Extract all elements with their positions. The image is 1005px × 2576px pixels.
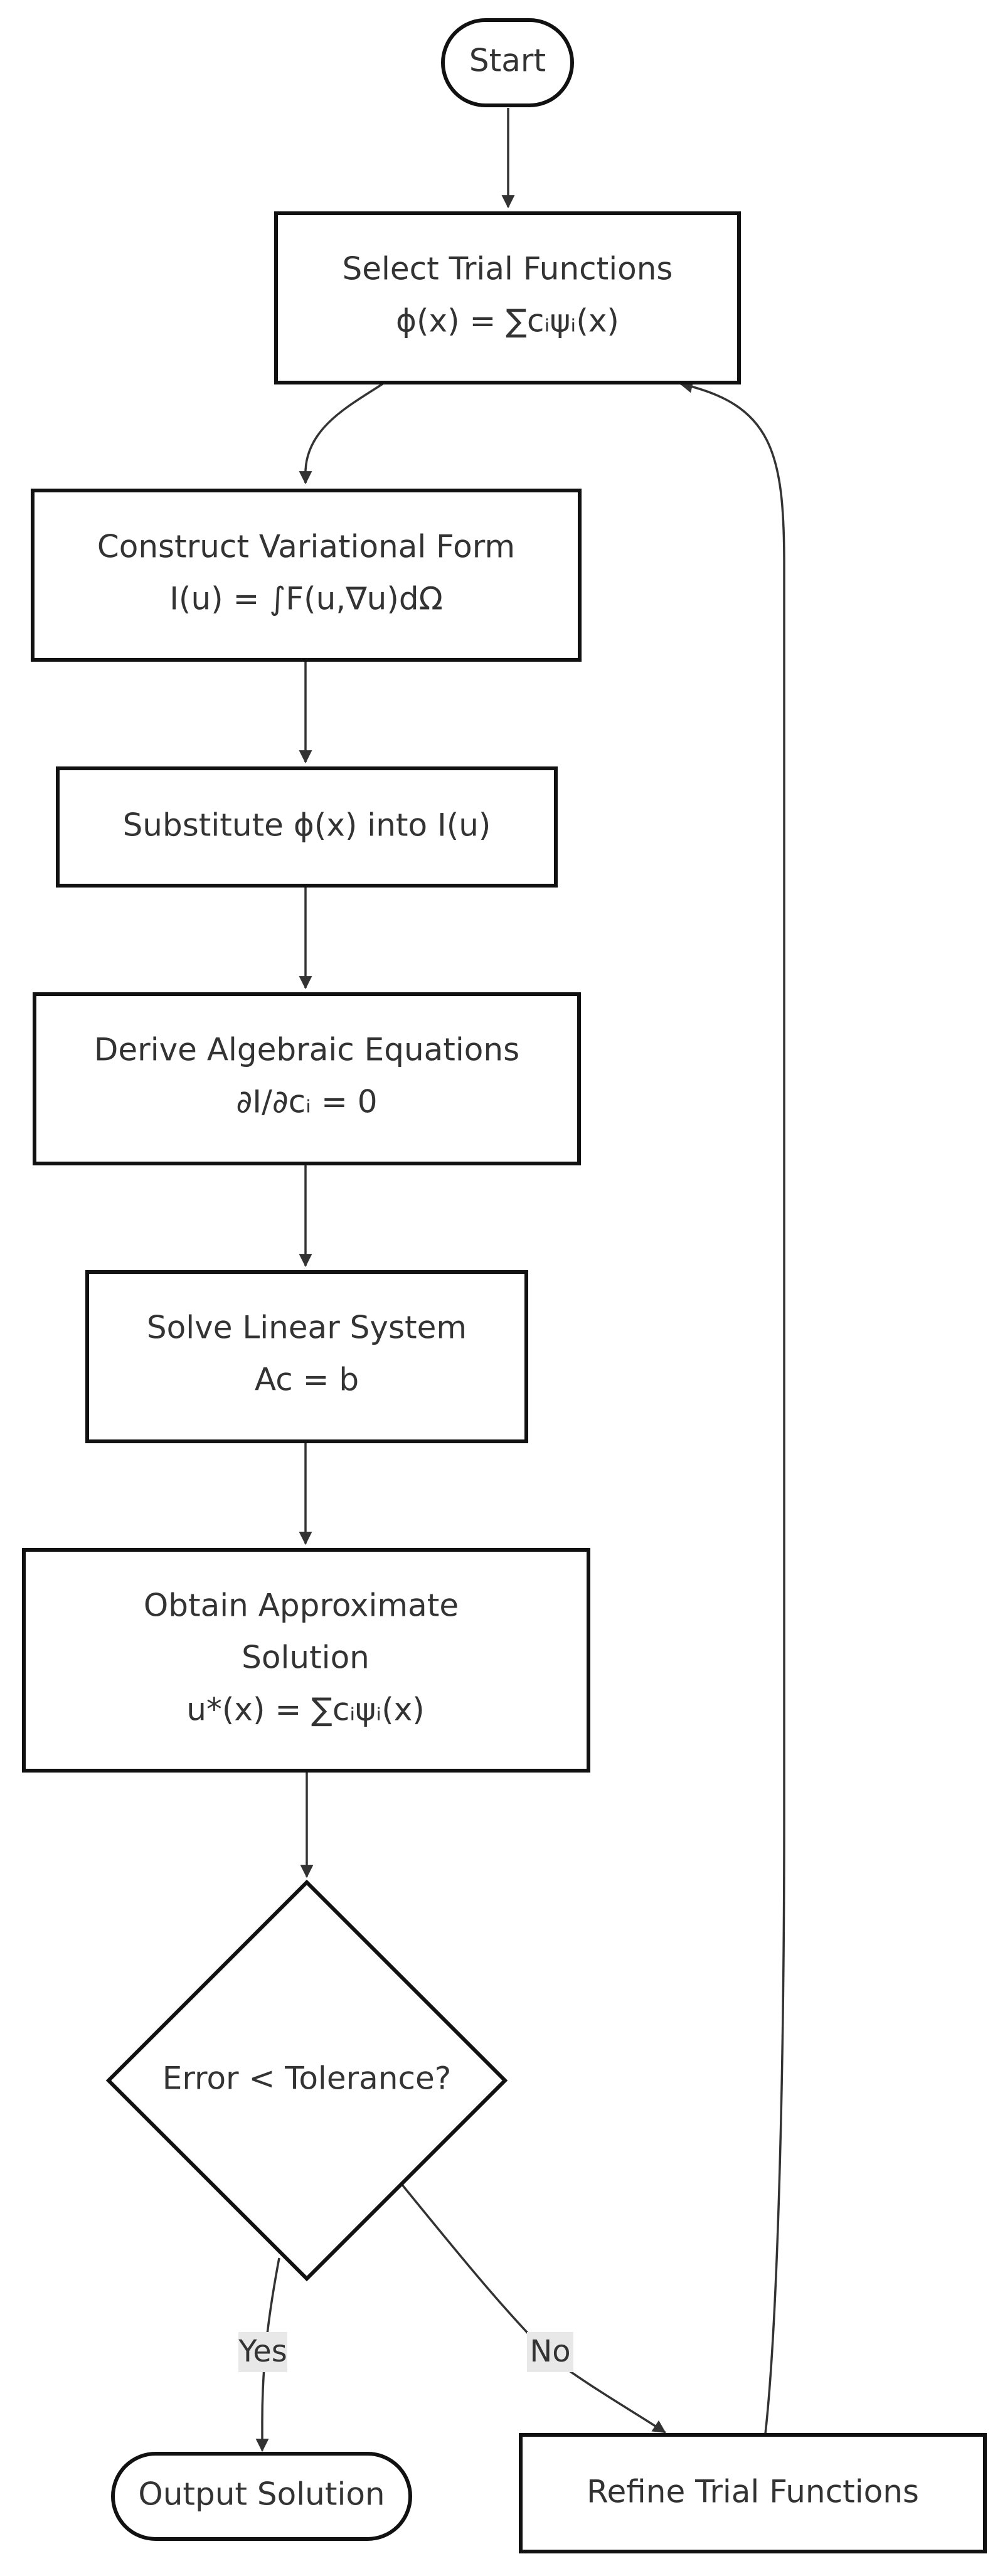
edge-label-yes: Yes: [238, 2332, 287, 2372]
node-output-solution: Output Solution: [111, 2452, 412, 2541]
node-start: Start: [441, 18, 574, 107]
edge-label-yes-text: Yes: [238, 2334, 287, 2369]
node-refine-trial-functions: Refine Trial Functions: [519, 2433, 987, 2553]
node-solve-title: Solve Linear System: [147, 1310, 467, 1346]
edge-decision-to-refine: [400, 2183, 666, 2434]
node-decision-label: Error < Tolerance?: [162, 2060, 452, 2097]
node-solve-linear-system: Solve Linear System Ac = b: [85, 1270, 528, 1443]
node-output-label: Output Solution: [138, 2476, 385, 2513]
node-obtain-formula: u*(x) = ∑cᵢψᵢ(x): [186, 1692, 425, 1728]
node-error-decision: Error < Tolerance?: [105, 1879, 508, 2282]
node-start-label: Start: [469, 43, 546, 79]
node-obtain-line-2: Solution: [242, 1640, 370, 1676]
node-obtain-approximate-solution: Obtain Approximate Solution u*(x) = ∑cᵢψ…: [22, 1548, 590, 1773]
node-derive-title: Derive Algebraic Equations: [94, 1032, 519, 1068]
node-derive-formula: ∂I/∂cᵢ = 0: [236, 1084, 377, 1120]
node-substitute: Substitute ϕ(x) into I(u): [56, 766, 558, 888]
node-construct-variational-form: Construct Variational Form I(u) = ∫F(u,∇…: [31, 489, 582, 662]
node-select-trial-functions: Select Trial Functions ϕ(x) = ∑cᵢψᵢ(x): [274, 211, 741, 384]
node-refine-label: Refine Trial Functions: [587, 2474, 919, 2510]
node-construct-title: Construct Variational Form: [97, 529, 515, 565]
edge-refine-to-select: [679, 379, 785, 2434]
node-select-title: Select Trial Functions: [343, 251, 673, 287]
node-derive-algebraic-equations: Derive Algebraic Equations ∂I/∂cᵢ = 0: [33, 992, 581, 1165]
node-construct-formula: I(u) = ∫F(u,∇u)dΩ: [169, 581, 443, 617]
node-substitute-title: Substitute ϕ(x) into I(u): [123, 807, 491, 844]
edge-label-no-text: No: [529, 2334, 570, 2369]
edge-select-to-construct: [299, 383, 383, 485]
node-select-formula: ϕ(x) = ∑cᵢψᵢ(x): [396, 303, 619, 339]
node-obtain-line-1: Obtain Approximate: [144, 1587, 459, 1624]
edge-label-no: No: [527, 2332, 573, 2372]
node-solve-formula: Ac = b: [255, 1362, 359, 1398]
